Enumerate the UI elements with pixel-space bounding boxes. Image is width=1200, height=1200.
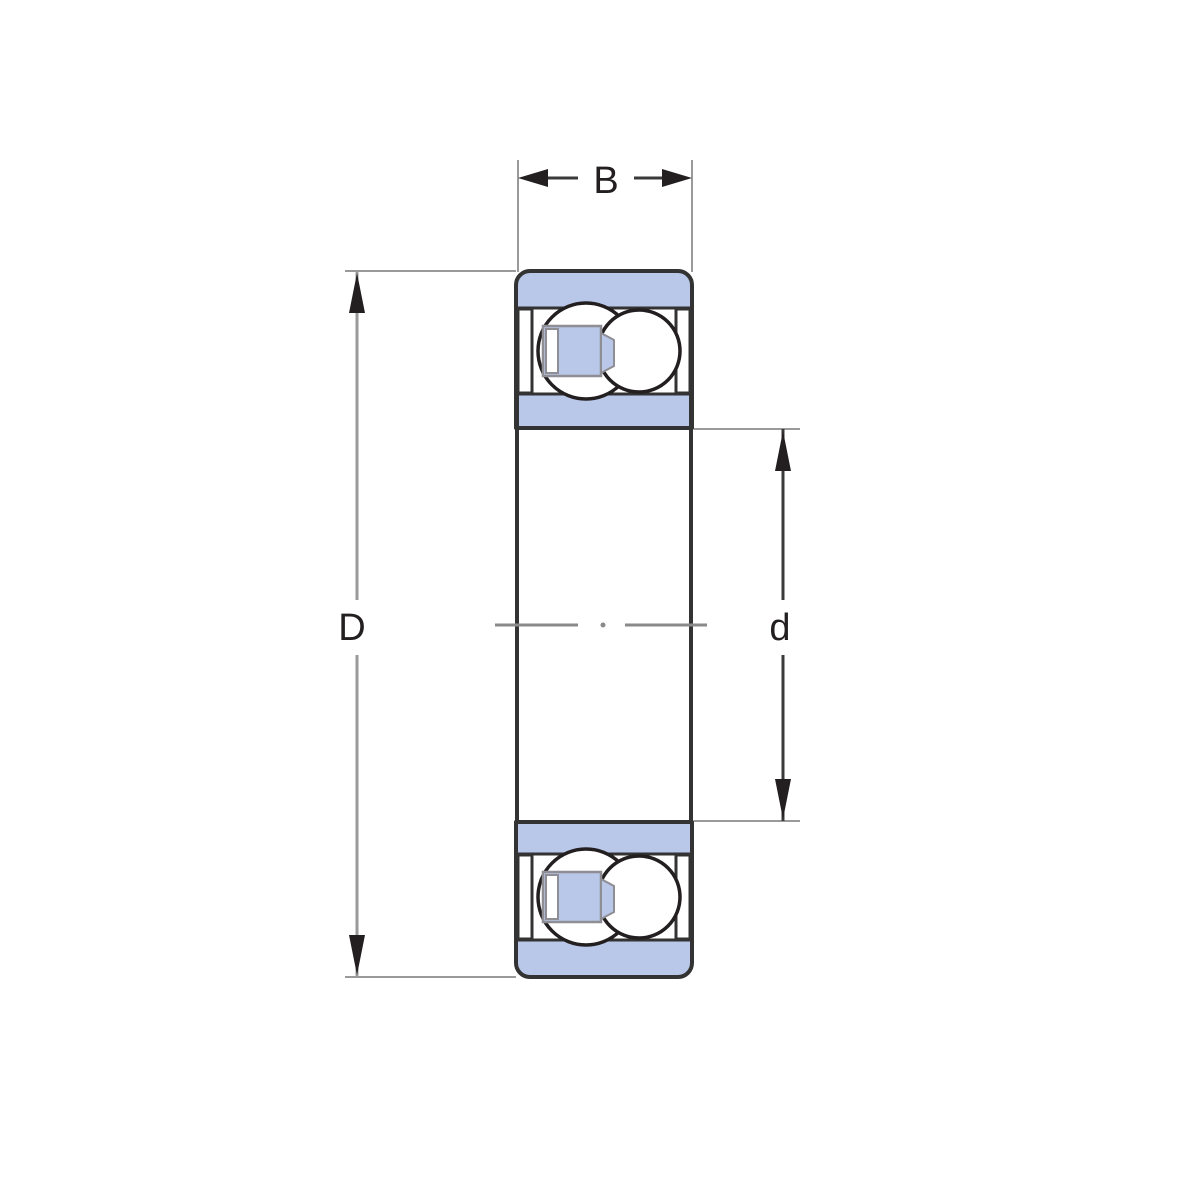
dimension-d-outer: D (338, 271, 366, 977)
dimension-b: B (518, 160, 692, 202)
dimension-d-bore: d (769, 429, 791, 821)
axis-centerline (495, 622, 707, 628)
centerline-center-dot (600, 622, 606, 628)
cage-tail-upper (600, 331, 615, 375)
cage-tail-lower (600, 877, 615, 921)
arrowhead-b-left (518, 169, 548, 187)
cage-notch-lower (545, 874, 559, 920)
arrowhead-d-bore-top (775, 431, 791, 471)
bearing-lower-half (514, 820, 694, 979)
dimension-label-d-outer: D (338, 607, 365, 649)
shield-slot-upper-left (516, 307, 534, 395)
cage-notch-upper (545, 328, 559, 374)
extension-lines (345, 160, 800, 978)
arrowhead-d-top (349, 273, 365, 313)
arrowhead-b-right (662, 169, 692, 187)
arrowhead-d-bottom (349, 935, 365, 975)
shield-slot-lower-left (516, 853, 534, 941)
dimension-label-b: B (593, 160, 618, 202)
arrowhead-d-bore-bottom (775, 779, 791, 819)
dimension-label-d-bore: d (769, 607, 790, 649)
bearing-upper-half (514, 269, 694, 430)
